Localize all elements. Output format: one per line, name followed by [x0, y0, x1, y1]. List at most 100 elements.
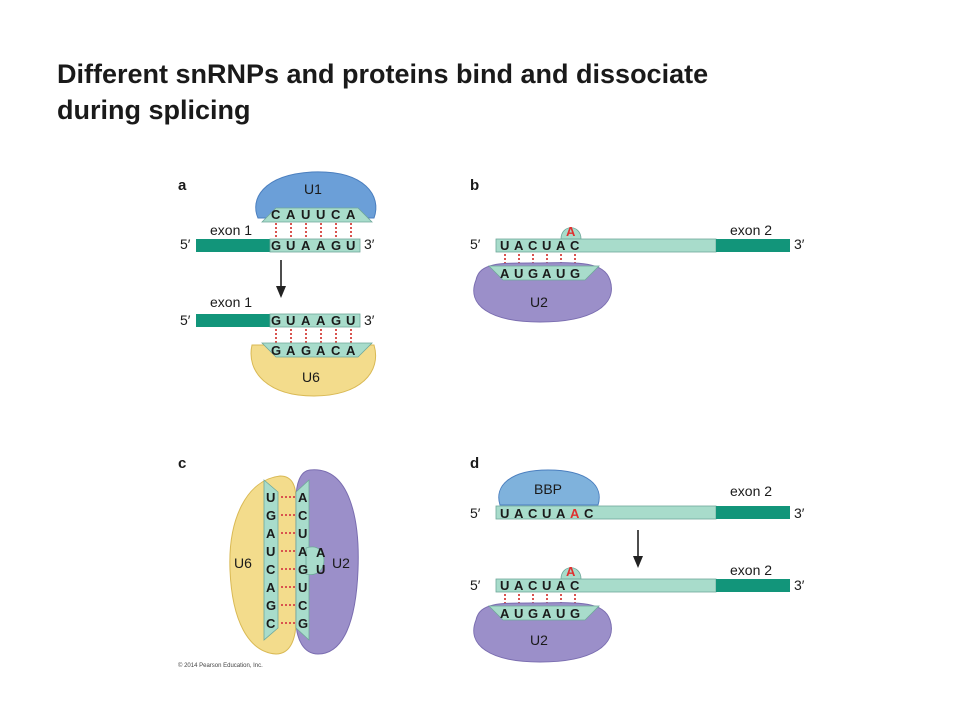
- u6-snrna-strip: [261, 342, 373, 358]
- panel-a-bottom-five-prime: 5′: [180, 312, 191, 328]
- panel-d-bottom-rna-base-1: U: [500, 578, 509, 593]
- panel-d-top-rna-base-5: A: [556, 506, 566, 521]
- copyright-notice: © 2014 Pearson Education, Inc.: [178, 662, 263, 669]
- panel-c-u2-bulge: [305, 546, 325, 575]
- panel-c-u2-base-1: A: [298, 490, 308, 505]
- u6-snrna-base-2: A: [286, 343, 296, 358]
- panel-c-u2-label: U2: [332, 555, 350, 571]
- u1-snrna-base-3: U: [301, 207, 310, 222]
- panel-d-bottom-five-prime: 5′: [470, 577, 481, 593]
- page-title: Different snRNPs and proteins bind and d…: [57, 56, 917, 128]
- panel-d-bottom-exon-bar: [716, 579, 790, 592]
- panel-a-top-exon-label: exon 1: [210, 222, 252, 238]
- panel-a-arrow-head: [276, 286, 286, 298]
- panel-a-top-rna-base-3: A: [301, 238, 311, 253]
- u6-snrna-base-6: A: [346, 343, 356, 358]
- panel-b-five-prime: 5′: [470, 236, 481, 252]
- panel-b-rna-base-3: C: [528, 238, 538, 253]
- panel-d-bottom-rna-base-2: A: [514, 578, 524, 593]
- u6-base-pairs: [275, 329, 352, 343]
- panel-b-u2-snrna-base-5: U: [556, 266, 565, 281]
- panel-c-u2-base-4: A: [298, 544, 308, 559]
- panel-c-u2-base-3: U: [298, 526, 307, 541]
- title-line-1: Different snRNPs and proteins bind and d…: [57, 59, 709, 89]
- panel-c-u6-base-1: U: [266, 490, 275, 505]
- panel-d-u2-snrna-base-2: U: [514, 606, 523, 621]
- u6-snrna-base-4: A: [316, 343, 326, 358]
- panel-d-u2-snrna-base-6: G: [570, 606, 580, 621]
- panel-c-u2-strand: [295, 479, 310, 641]
- bbp-protein-shape: [498, 469, 600, 506]
- panel-a-top-exon-bar: [196, 239, 270, 252]
- panel-a-top-rna-base-1: G: [271, 238, 281, 253]
- panel-b-exon-label: exon 2: [730, 222, 772, 238]
- u6-snrnp-shape: [250, 344, 376, 397]
- title-line-2: during splicing: [57, 95, 251, 125]
- panel-c-u6-label: U6: [234, 555, 252, 571]
- bbp-label: BBP: [534, 481, 562, 497]
- u1-snrnp-shape: [255, 171, 377, 219]
- panel-c-u2-base-2: C: [298, 508, 308, 523]
- panel-c-u6-base-7: G: [266, 598, 276, 613]
- panel-d-u2-snrna-base-4: A: [542, 606, 552, 621]
- panel-c-u6-base-4: U: [266, 544, 275, 559]
- panel-d-top-exon-label: exon 2: [730, 483, 772, 499]
- panel-a-top-intron-bar: [269, 238, 361, 253]
- panel-c-u6-base-2: G: [266, 508, 276, 523]
- panel-d-bottom-rna-base-4: U: [542, 578, 551, 593]
- panel-c-u6-base-3: A: [266, 526, 276, 541]
- panel-d-arrow-head: [633, 556, 643, 568]
- panel-a-label: a: [178, 177, 187, 194]
- panel-a-bottom-rna-base-4: A: [316, 313, 326, 328]
- u1-base-pairs: [275, 223, 352, 238]
- panel-c-u2-base-8: G: [298, 616, 308, 631]
- panel-d-label: d: [470, 455, 479, 472]
- panel-a-bottom-rna-base-1: G: [271, 313, 281, 328]
- panel-c-label: c: [178, 455, 186, 472]
- panel-d-top-rna-base-7: C: [584, 506, 594, 521]
- panel-b-u2-label: U2: [530, 294, 548, 310]
- panel-a-bottom-intron-bar: [269, 313, 361, 328]
- panel-c-u2-base-5: G: [298, 562, 308, 577]
- panel-d-top-three-prime: 3′: [794, 505, 805, 521]
- panel-d-top-rna-base-2: A: [514, 506, 524, 521]
- panel-c-u6-base-8: C: [266, 616, 276, 631]
- panel-b-rna-base-1: U: [500, 238, 509, 253]
- panel-c-u2-bulge-base-1: A: [316, 545, 326, 560]
- panel-c-u2-base-7: C: [298, 598, 308, 613]
- panel-a-top-rna-base-6: U: [346, 238, 355, 253]
- panel-a-bottom-rna-base-3: A: [301, 313, 311, 328]
- u1-snrna-base-1: C: [271, 207, 281, 222]
- panel-c-u2-base-6: U: [298, 580, 307, 595]
- panel-b-branch-a: A: [566, 224, 576, 239]
- panel-b-rna-base-2: A: [514, 238, 524, 253]
- panel-d-top-exon-bar: [716, 506, 790, 519]
- panel-a-bottom-three-prime: 3′: [364, 312, 375, 328]
- panel-d-top-rna-base-1: U: [500, 506, 509, 521]
- panel-d-bottom-exon-label: exon 2: [730, 562, 772, 578]
- panel-b-rna-base-6: C: [570, 238, 580, 253]
- panel-b-label: b: [470, 177, 479, 194]
- panel-d-top-rna-base-6: A: [570, 506, 580, 521]
- panel-a-bottom-exon-bar: [196, 314, 270, 327]
- panel-d-top-rna-base-4: U: [542, 506, 551, 521]
- panel-b-u2-snrna-base-3: G: [528, 266, 538, 281]
- u1-snrna-strip: [261, 207, 373, 223]
- panel-a-top-three-prime: 3′: [364, 236, 375, 252]
- panel-b-u2-snrna-base-6: G: [570, 266, 580, 281]
- u6-snrna-base-5: C: [331, 343, 341, 358]
- panel-b-rna-base-4: U: [542, 238, 551, 253]
